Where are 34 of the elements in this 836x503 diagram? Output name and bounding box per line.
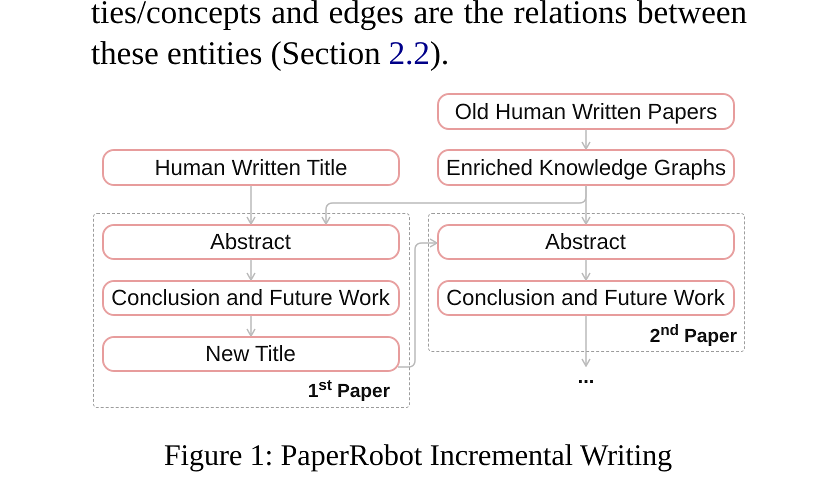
- box-label: Human Written Title: [154, 154, 348, 180]
- group-label: 2$^{nd}$ Paper: [650, 326, 737, 348]
- process-box: [102, 224, 400, 260]
- box-label: New Title: [205, 340, 296, 366]
- arrow: [581, 130, 591, 150]
- section-link: 2.2: [388, 35, 430, 74]
- process-box: [102, 280, 400, 316]
- dashed-group-frame: [428, 213, 745, 352]
- body-text: ties/concepts and edges are the relations between: [91, 0, 747, 33]
- box-label: Old Human Written Papers: [454, 98, 718, 124]
- process-box: [102, 149, 400, 186]
- arrow: [581, 186, 591, 225]
- box-label: Enriched Knowledge Graphs: [446, 154, 726, 180]
- process-box: [102, 336, 400, 372]
- process-box: [437, 149, 735, 186]
- arrow: [581, 260, 591, 281]
- box-label: Abstract: [545, 228, 626, 254]
- dashed-group-frame: [93, 213, 410, 408]
- arrow: [246, 186, 256, 225]
- arrow: [246, 260, 256, 281]
- process-box: [436, 224, 734, 260]
- body-text: these entities (Section: [91, 35, 381, 74]
- arrow: [581, 316, 591, 367]
- box-label: Conclusion and Future Work: [111, 284, 390, 310]
- box-label: Abstract: [210, 228, 291, 254]
- group-label: 1$^{st}$ Paper: [308, 381, 390, 403]
- box-label: Conclusion and Future Work: [446, 284, 725, 310]
- process-box: [436, 280, 734, 316]
- arrow: [246, 316, 256, 337]
- figure-caption: Figure 1: PaperRobot Incremental Writing: [164, 439, 672, 472]
- arrow: [398, 238, 438, 368]
- process-box: [437, 93, 735, 130]
- ellipsis-text: ...: [575, 366, 597, 388]
- body-text: ).: [430, 35, 450, 74]
